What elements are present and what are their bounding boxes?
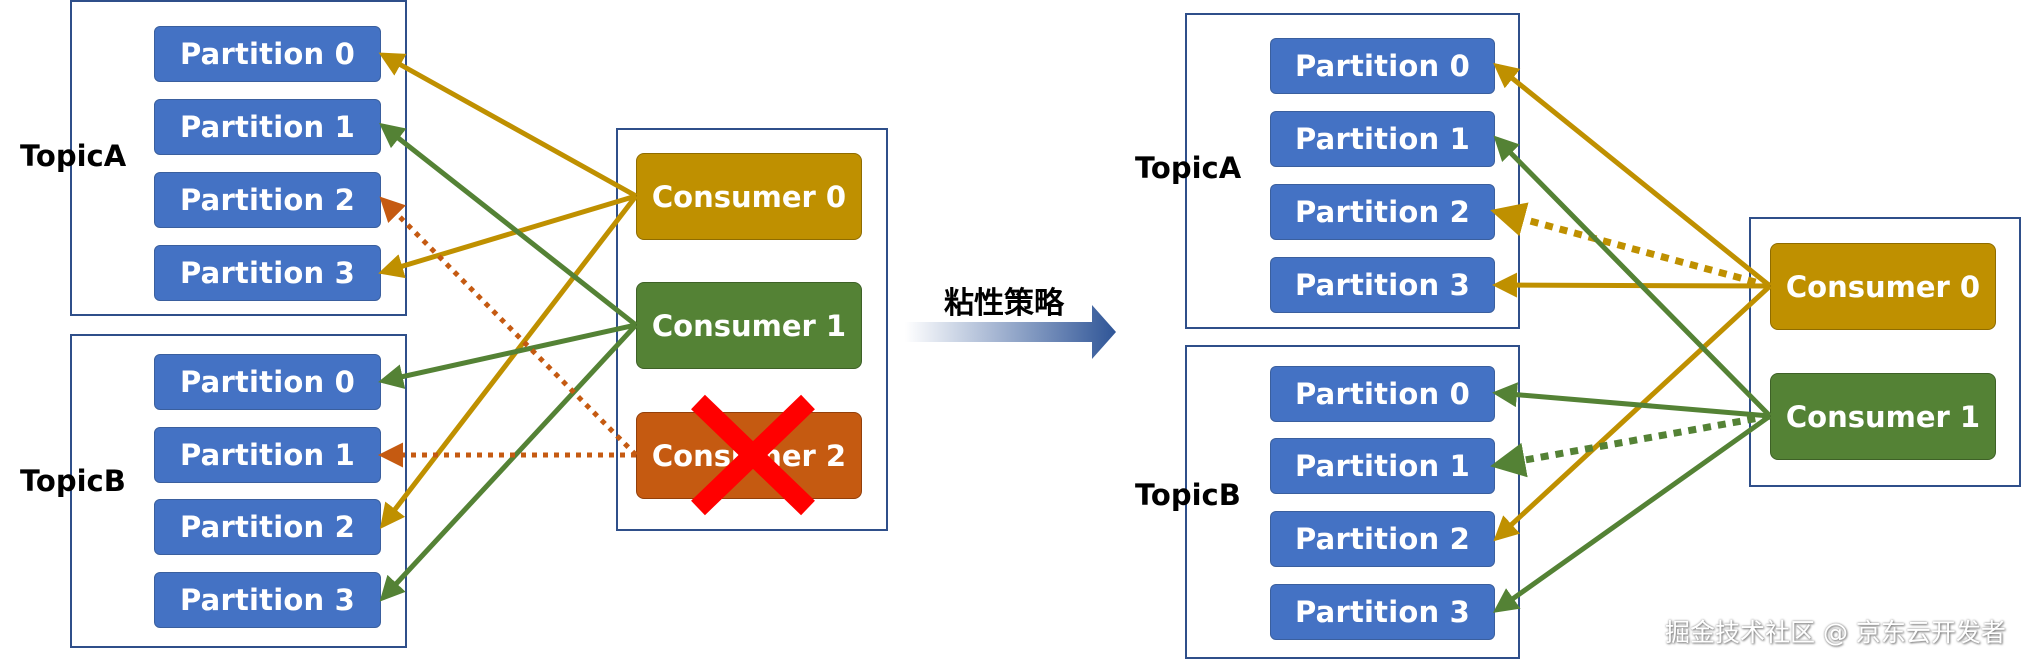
right-topica-partition-3: Partition 3	[1270, 257, 1495, 313]
right-topicb-label: TopicB	[1135, 478, 1241, 512]
right-c1-to-topicb-p1	[1490, 412, 1771, 478]
left-topica-label: TopicA	[20, 139, 127, 173]
left-topica-partition-2: Partition 2	[154, 172, 381, 228]
right-topicb-partition-2: Partition 2	[1270, 511, 1495, 567]
right-topica-partition-1: Partition 1	[1270, 111, 1495, 167]
right-topica-label: TopicA	[1135, 151, 1242, 185]
left-c0-to-topica-p3	[378, 193, 637, 279]
right-c1-to-topica-p1	[1493, 135, 1772, 418]
right-consumer-1: Consumer 1	[1770, 373, 1996, 460]
left-topica-partition-3: Partition 3	[154, 245, 381, 301]
left-consumer-1: Consumer 1	[636, 282, 862, 369]
right-c0-to-topica-p2	[1490, 202, 1771, 290]
left-c2-to-topica-p2	[379, 196, 638, 457]
left-c1-to-topicb-p3	[379, 323, 638, 602]
right-c1-to-topicb-p0	[1492, 382, 1771, 419]
right-c1-to-topicb-p3	[1492, 413, 1772, 613]
left-c1-to-topica-p1	[379, 122, 638, 327]
left-topicb-partition-2: Partition 2	[154, 499, 381, 555]
sticky-strategy-label: 粘性策略	[944, 286, 1064, 321]
right-c0-to-topica-p3	[1492, 272, 1771, 298]
right-c0-to-topica-p0	[1493, 62, 1772, 288]
right-consumer-0: Consumer 0	[1770, 243, 1996, 330]
right-topica-partition-0: Partition 0	[1270, 38, 1495, 94]
left-c0-to-topica-p0	[378, 52, 638, 199]
watermark: 掘金技术社区 @ 京东云开发者	[1665, 618, 2006, 647]
right-topicb-partition-1: Partition 1	[1270, 438, 1495, 494]
left-c1-to-topicb-p0	[378, 322, 637, 389]
left-c0-to-topicb-p2	[379, 194, 638, 529]
left-topicb-label: TopicB	[20, 464, 126, 498]
right-topicb-partition-3: Partition 3	[1270, 584, 1495, 640]
left-consumer-2: Consumer 2	[636, 412, 862, 499]
left-consumer-0: Consumer 0	[636, 153, 862, 240]
right-topicb-partition-0: Partition 0	[1270, 366, 1495, 422]
left-topicb-partition-1: Partition 1	[154, 427, 381, 483]
right-c0-to-topicb-p2	[1493, 284, 1772, 542]
left-topicb-partition-3: Partition 3	[154, 572, 381, 628]
left-topicb-partition-0: Partition 0	[154, 354, 381, 410]
left-topica-partition-0: Partition 0	[154, 26, 381, 82]
left-topica-partition-1: Partition 1	[154, 99, 381, 155]
right-topica-partition-2: Partition 2	[1270, 184, 1495, 240]
